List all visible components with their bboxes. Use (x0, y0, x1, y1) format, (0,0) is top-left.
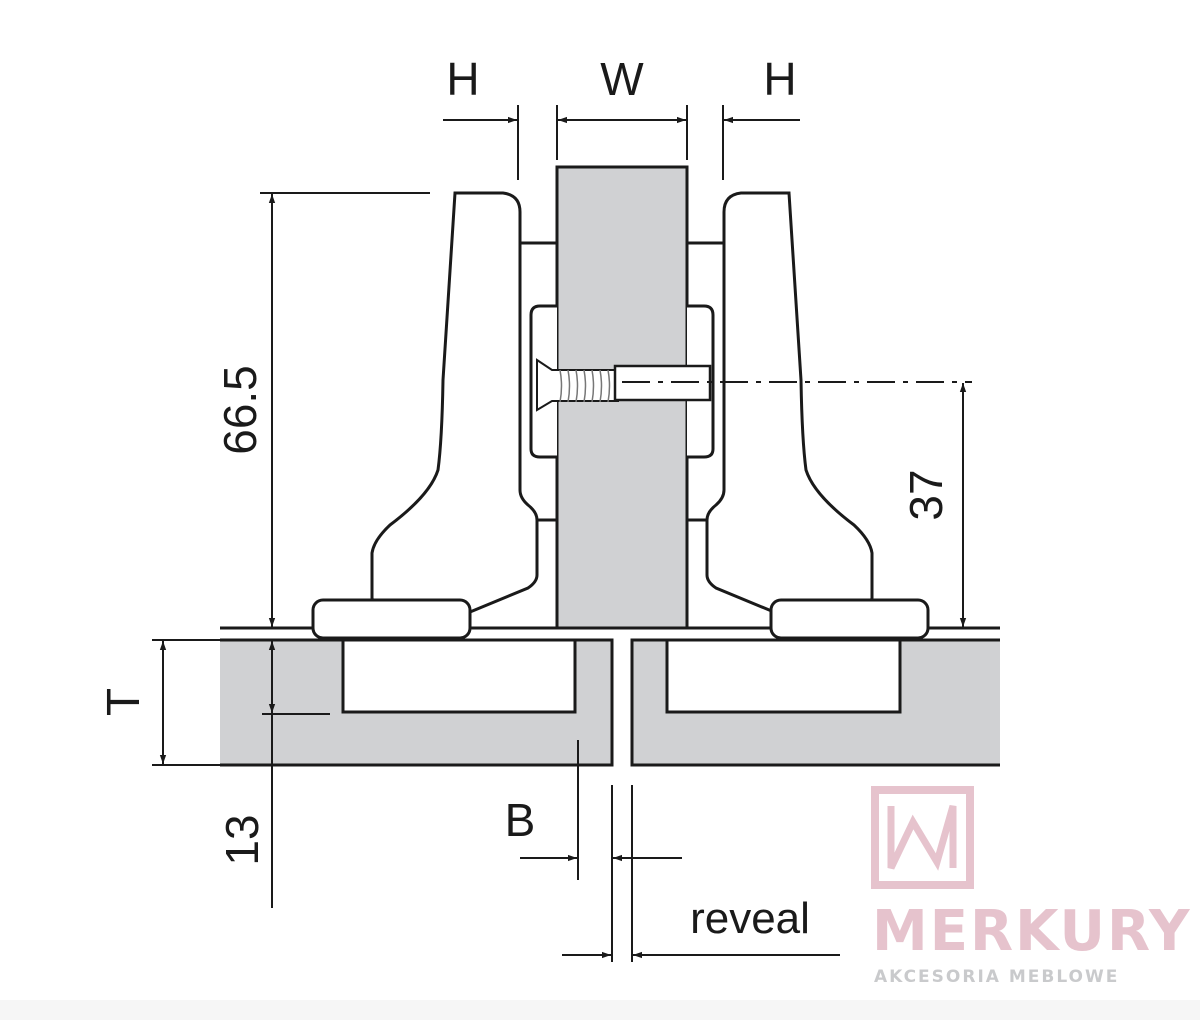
dim-h-right (722, 105, 800, 180)
label-13: 13 (216, 814, 268, 865)
dim-reveal (562, 785, 840, 962)
label-b: B (505, 794, 536, 846)
label-w: W (600, 53, 644, 105)
left-hinge (311, 191, 557, 640)
label-37: 37 (900, 469, 952, 520)
label-h-right: H (763, 53, 796, 105)
left-cup-recess (341, 638, 577, 714)
right-cup-recess (665, 638, 902, 714)
dim-13 (262, 641, 330, 908)
dim-b (520, 740, 682, 962)
watermark-tagline: AKCESORIA MEBLOWE (874, 967, 1119, 987)
watermark-brand: MERKURY (872, 899, 1192, 964)
label-t: T (97, 688, 149, 716)
right-hinge (687, 191, 930, 640)
label-h-left: H (446, 53, 479, 105)
dim-66-5 (260, 192, 430, 627)
dim-w (556, 105, 688, 160)
label-66-5: 66.5 (214, 365, 266, 455)
dim-h-left (443, 105, 519, 180)
dim-t (152, 639, 220, 766)
label-reveal: reveal (690, 894, 810, 943)
merkury-watermark-logo: MERKURY AKCESORIA MEBLOWE (871, 786, 1192, 987)
bottom-band (0, 1000, 1200, 1020)
